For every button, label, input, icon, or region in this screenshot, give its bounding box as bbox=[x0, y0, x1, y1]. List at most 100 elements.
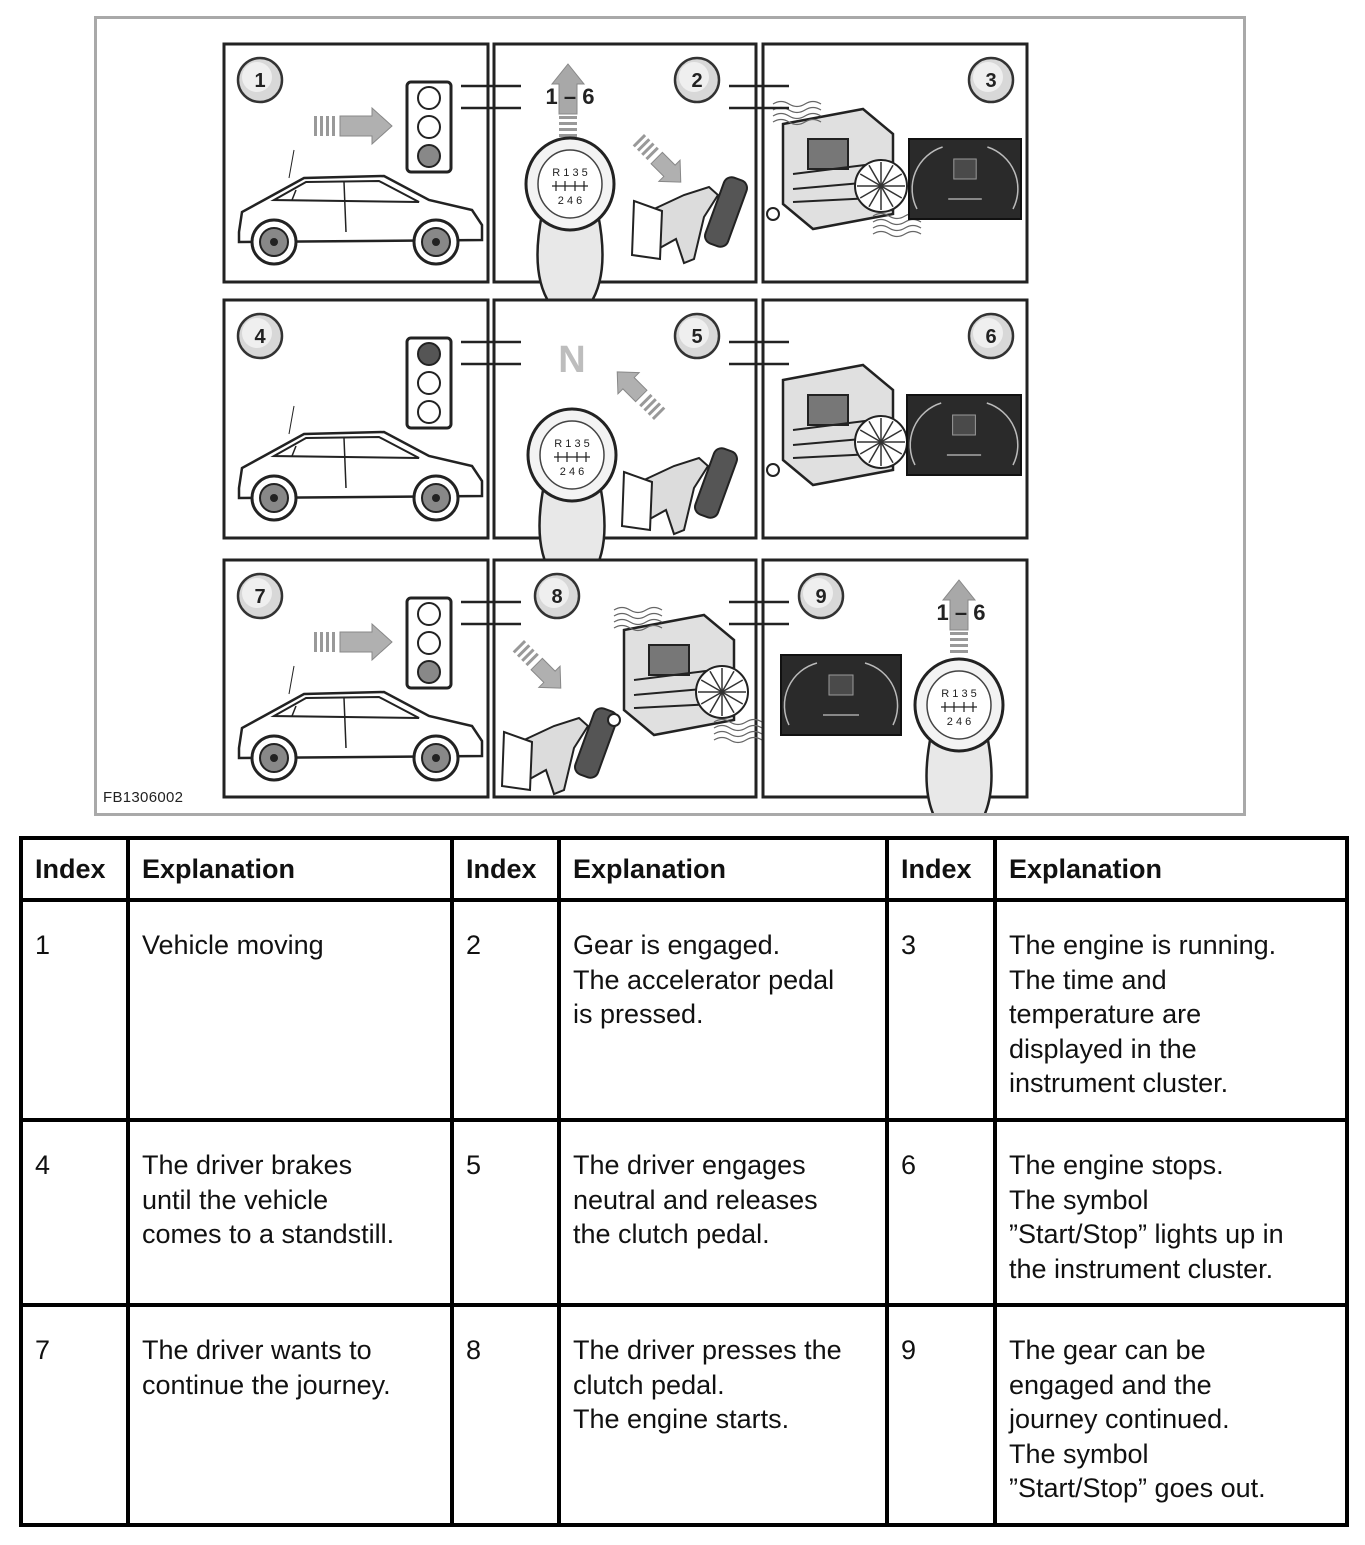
explanation-line: The driver wants to bbox=[142, 1335, 372, 1365]
step-number-badge: 3 bbox=[967, 56, 1015, 104]
arrow-icon bbox=[512, 640, 562, 689]
step-number-badge: 2 bbox=[673, 56, 721, 104]
panel-connector bbox=[461, 84, 521, 110]
gear-shifter-icon: R 1 3 52 4 6 bbox=[524, 136, 616, 306]
shift-pattern-label: 2 4 6 bbox=[558, 195, 582, 207]
header-index: Index bbox=[450, 836, 561, 902]
car-icon bbox=[237, 405, 484, 522]
explanation-line: Vehicle moving bbox=[142, 930, 324, 960]
traffic-light-icon bbox=[405, 596, 453, 690]
vibration-lines bbox=[613, 606, 763, 744]
explanation-line: The gear can be bbox=[1009, 1335, 1206, 1365]
instrument-cluster-icon bbox=[780, 654, 902, 736]
step-number: 3 bbox=[985, 70, 996, 92]
index-cell: 6 bbox=[885, 1118, 997, 1307]
explanation-line: The accelerator pedal bbox=[573, 964, 835, 995]
arrow-icon bbox=[632, 134, 682, 183]
panel-7: 7 bbox=[222, 558, 490, 799]
shift-pattern-label: 2 4 6 bbox=[560, 466, 584, 478]
header-explanation: Explanation bbox=[993, 836, 1349, 902]
pedal-icon bbox=[630, 176, 748, 265]
explanation-line: temperature are bbox=[1009, 999, 1202, 1029]
figure-id-label: FB1306002 bbox=[103, 789, 184, 806]
gear-shifter-icon: R 1 3 52 4 6 bbox=[526, 407, 618, 577]
panel-connector bbox=[729, 340, 789, 366]
header-explanation: Explanation bbox=[126, 836, 454, 902]
legend-header-row: Index Explanation Index Explanation Inde… bbox=[19, 836, 1349, 902]
explanation-cell: Vehicle moving bbox=[126, 898, 454, 1122]
step-number: 7 bbox=[254, 586, 265, 608]
step-number: 2 bbox=[691, 70, 702, 92]
explanation-line: The engine is running. bbox=[1009, 930, 1277, 960]
explanation-cell: Gear is engaged. The accelerator pedal is … bbox=[557, 898, 889, 1122]
engine-icon bbox=[607, 613, 749, 737]
explanation-line: The driver presses the bbox=[573, 1335, 842, 1365]
explanation-line: ”Start/Stop” goes out. bbox=[1009, 1473, 1266, 1503]
legend-row: 7 The driver wants to continue the journey… bbox=[19, 1303, 1349, 1527]
explanation-line: is pressed. bbox=[573, 999, 704, 1029]
step-number: 4 bbox=[254, 326, 266, 348]
legend-table: Index Explanation Index Explanation Inde… bbox=[19, 836, 1349, 1527]
index-cell: 2 bbox=[450, 898, 561, 1122]
panel-2: 21 – 6R 1 3 52 4 6 bbox=[492, 42, 758, 306]
explanation-line: The driver brakes bbox=[142, 1150, 353, 1180]
engine-icon bbox=[766, 107, 908, 231]
step-number: 1 bbox=[254, 70, 265, 92]
panel-6: 6 bbox=[761, 298, 1029, 540]
header-index: Index bbox=[19, 836, 130, 902]
panel-9: 91 – 6R 1 3 52 4 6 bbox=[761, 558, 1029, 813]
index-cell: 7 bbox=[19, 1303, 130, 1527]
header-index: Index bbox=[885, 836, 997, 902]
explanation-line: The symbol bbox=[1009, 1438, 1149, 1469]
panel-8: 8 bbox=[492, 558, 763, 799]
explanation-line: comes to a standstill. bbox=[142, 1219, 395, 1249]
explanation-line: engaged and the bbox=[1009, 1369, 1212, 1400]
panel-connector bbox=[729, 600, 789, 626]
pedal-icon bbox=[500, 707, 618, 796]
explanation-line: continue the journey. bbox=[142, 1369, 391, 1400]
legend-row: 1 Vehicle moving 2 Gear is engaged. The acce… bbox=[19, 898, 1349, 1122]
explanation-line: until the vehicle bbox=[142, 1184, 329, 1215]
panel-4: 4 bbox=[222, 298, 490, 540]
arrow-icon bbox=[314, 622, 393, 662]
explanation-line: displayed in the bbox=[1009, 1033, 1197, 1064]
panel-1: 1 bbox=[222, 42, 490, 284]
step-number-badge: 7 bbox=[236, 572, 284, 620]
index-cell: 1 bbox=[19, 898, 130, 1122]
explanation-cell: The driver brakes until the vehicle comes … bbox=[126, 1118, 454, 1307]
index-cell: 4 bbox=[19, 1118, 130, 1307]
instrument-cluster-icon bbox=[908, 138, 1022, 220]
index-cell: 3 bbox=[885, 898, 997, 1122]
traffic-light-icon bbox=[405, 80, 453, 174]
explanation-cell: The driver wants to continue the journey. bbox=[126, 1303, 454, 1527]
explanation-cell: The engine stops.The symbol”Start/Stop” … bbox=[993, 1118, 1349, 1307]
instrument-cluster-icon bbox=[906, 394, 1022, 476]
legend-row: 4 The driver brakes until the vehicle comes… bbox=[19, 1118, 1349, 1307]
vibration-lines bbox=[772, 100, 922, 238]
explanation-line: the clutch pedal. bbox=[573, 1219, 770, 1249]
explanation-line: journey continued. bbox=[1009, 1404, 1230, 1434]
arrow-icon bbox=[941, 579, 977, 653]
step-number-badge: 8 bbox=[533, 572, 581, 620]
panel-connector bbox=[461, 600, 521, 626]
header-explanation: Explanation bbox=[557, 836, 889, 902]
shift-pattern-label: R 1 3 5 bbox=[941, 688, 976, 700]
car-icon bbox=[237, 665, 484, 782]
explanation-line: The driver engages bbox=[573, 1150, 806, 1180]
index-cell: 5 bbox=[450, 1118, 561, 1307]
explanation-line: The symbol bbox=[1009, 1184, 1149, 1215]
step-number-badge: 9 bbox=[797, 572, 845, 620]
explanation-line: Gear is engaged. bbox=[573, 930, 781, 960]
shift-pattern-label: 2 4 6 bbox=[947, 716, 971, 728]
arrow-icon bbox=[616, 371, 666, 420]
engine-icon bbox=[766, 363, 908, 487]
explanation-cell: The gear can be engaged and the journey co… bbox=[993, 1303, 1349, 1527]
step-number: 9 bbox=[815, 586, 826, 608]
step-number: 8 bbox=[551, 586, 562, 608]
step-number-badge: 6 bbox=[967, 312, 1015, 360]
